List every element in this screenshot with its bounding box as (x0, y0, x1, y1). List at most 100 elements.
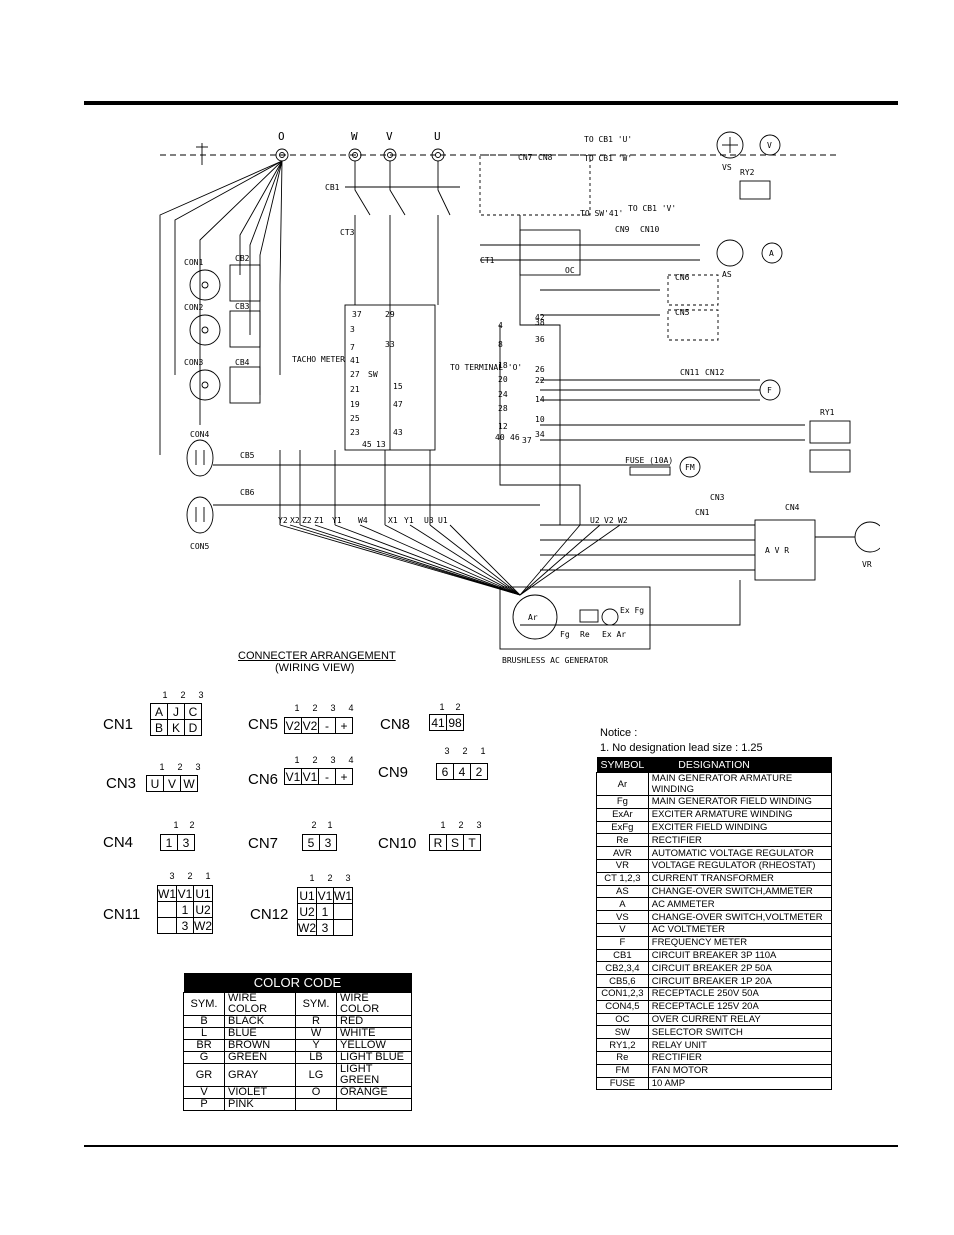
color-code-table: COLOR CODE SYM. WIRE COLOR SYM. WIRE COL… (183, 973, 412, 1111)
cn8-cell: 98 (446, 714, 464, 731)
color-sym-cell (295, 1098, 338, 1111)
cn10-label: CN10 (378, 835, 417, 852)
designation-cell: RECEPTACLE 125V 20A (647, 999, 833, 1014)
designation-cell: AC VOLTMETER (647, 922, 833, 937)
sw-terminal: 26 (535, 365, 545, 374)
lead-u2: U2 (590, 516, 600, 525)
color-name-cell: VIOLET (223, 1086, 297, 1099)
pin-number: 2 (312, 703, 318, 713)
color-header: WIRE COLOR (336, 992, 412, 1016)
sw-terminal: 27 (350, 370, 360, 379)
sw-terminal: 47 (393, 400, 403, 409)
symbol-cell: CB1 (596, 948, 649, 963)
block-vs: VS (722, 163, 732, 172)
cn5-cell: + (335, 717, 353, 734)
block-avr: A V R (765, 546, 789, 555)
symbol-cell: A (596, 897, 649, 912)
cn9-cell: 2 (470, 763, 488, 780)
pin-number: 3 (330, 755, 336, 765)
pin-number: 2 (311, 820, 317, 830)
pin-number: 1 (439, 702, 445, 712)
cn11-cell: W2 (193, 917, 213, 934)
cn12-cell (333, 919, 353, 936)
color-sym-cell: G (183, 1051, 225, 1064)
designation-cell: RECTIFIER (647, 833, 833, 848)
lead-v2: V2 (604, 516, 614, 525)
sw-terminal: 37 (352, 310, 362, 319)
cn3-cell: V (163, 775, 181, 792)
cn9-label: CN9 (378, 764, 409, 781)
cn11-cell: W1 (157, 885, 177, 902)
block-ar: Ar (528, 613, 538, 622)
color-name-cell: GREEN (223, 1051, 297, 1064)
lead-w2: W2 (618, 516, 628, 525)
pin-number: 1 (480, 746, 486, 756)
symbol-cell: Ar (596, 772, 649, 796)
block-cn1: CN1 (695, 508, 710, 517)
generator-caption: BRUSHLESS AC GENERATOR (502, 656, 608, 665)
cn6-cell: V1 (284, 768, 302, 785)
sw-terminal: 25 (350, 414, 360, 423)
symbol-cell: FM (596, 1063, 649, 1078)
sw-terminal: 19 (350, 400, 360, 409)
lead-z2: Z2 (302, 516, 312, 525)
sw-terminal: 43 (393, 428, 403, 437)
pin-number: 3 (444, 746, 450, 756)
terminal-label-w: W (351, 130, 358, 143)
symbol-cell: CB5,6 (596, 974, 649, 988)
sw-terminal: 13 (376, 440, 386, 449)
pin-number: 3 (195, 762, 201, 772)
annotation: TO TERMINAL 'O' (450, 363, 522, 372)
cn5-cell: V2 (301, 717, 319, 734)
cn1-cell: C (184, 703, 202, 720)
cn12-cell: W1 (333, 887, 353, 904)
cn12-cell (333, 903, 353, 920)
cn9-cell: 4 (453, 763, 471, 780)
cn10-cell: T (463, 834, 481, 851)
block-sw: SW (368, 370, 378, 379)
cn10-cell: R (429, 834, 447, 851)
block-exar: Ex Ar (602, 630, 626, 639)
color-code-title: COLOR CODE (183, 973, 412, 993)
designation-cell: 10 AMP (647, 1076, 833, 1091)
cn6-cell: + (335, 768, 353, 785)
pin-number: 1 (205, 871, 211, 881)
sw-terminal: 36 (535, 335, 545, 344)
cn5-label: CN5 (248, 716, 279, 733)
cn12-cell: 3 (316, 919, 334, 936)
symbol-cell: CON1,2,3 (596, 986, 649, 1001)
symbol-header: SYMBOL (596, 757, 649, 773)
terminal-label-o: O (278, 130, 285, 143)
block-con1: CON1 (184, 258, 203, 267)
cn3-cell: U (146, 775, 164, 792)
block-oc: OC (565, 266, 575, 275)
color-sym-cell: R (295, 1015, 338, 1028)
cn1-cell: B (150, 719, 168, 736)
sw-terminal: 3 (350, 325, 355, 334)
cn7-cell: 3 (319, 834, 337, 851)
symbol-cell: CON4,5 (596, 999, 649, 1014)
sw-terminal: 14 (535, 395, 545, 404)
pin-number: 2 (462, 746, 468, 756)
cn1-cell: A (150, 703, 168, 720)
cn12-cell: U2 (297, 903, 317, 920)
pin-number: 1 (327, 820, 333, 830)
cn11-cell: U1 (193, 885, 213, 902)
color-sym-cell: L (183, 1027, 225, 1040)
color-sym-cell: O (295, 1086, 338, 1099)
pin-number: 2 (458, 820, 464, 830)
